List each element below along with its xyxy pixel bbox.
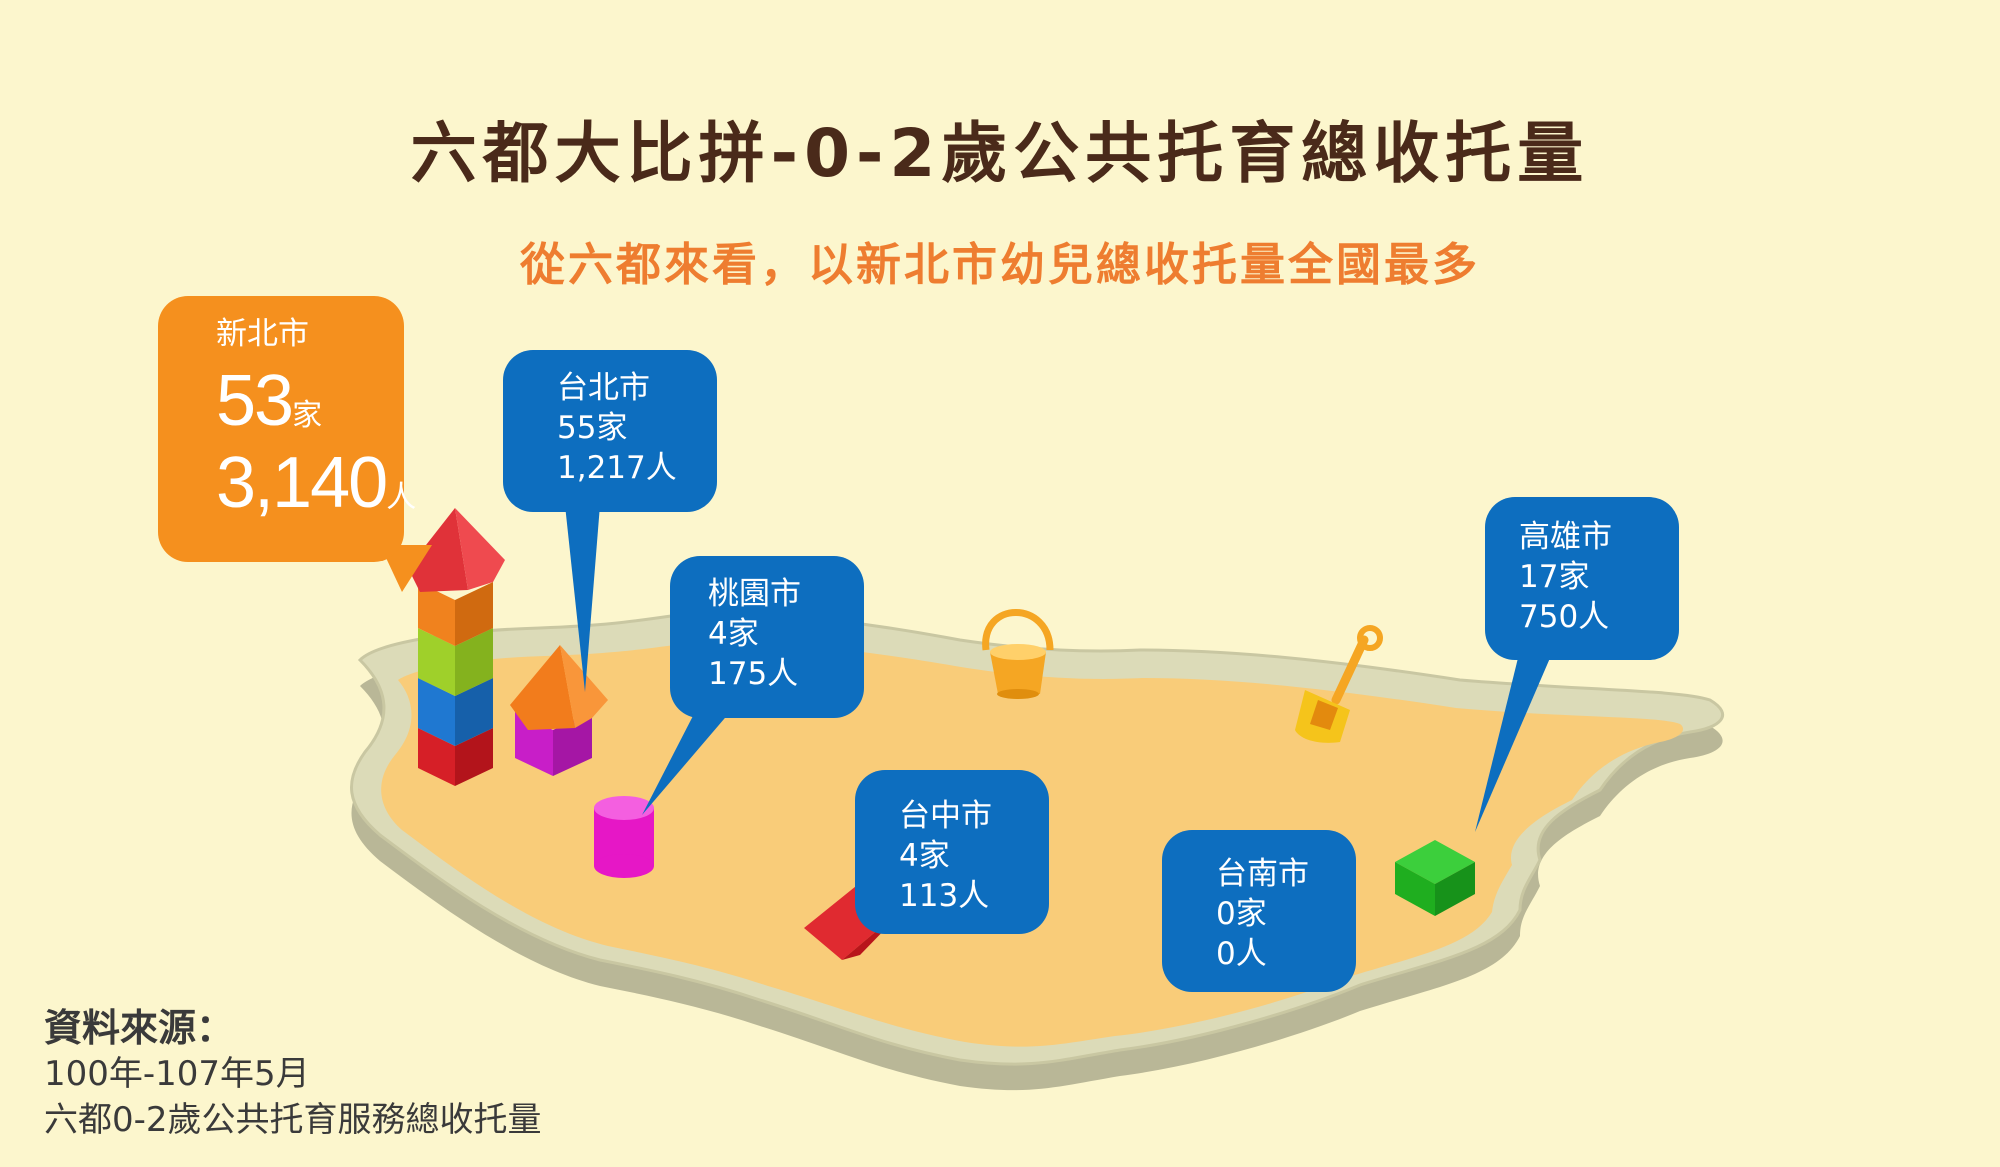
capacity-value: 113人 [899, 878, 990, 914]
center-count: 55家 [557, 410, 628, 446]
building-blocks-tower-icon [408, 508, 505, 786]
green-cube-block-icon [1395, 840, 1475, 916]
source-period: 100年-107年5月 [44, 1054, 310, 1094]
bubble-taoyuan: 桃園市 4家 175人 [670, 556, 864, 718]
sand-bucket-icon [982, 609, 1054, 699]
bubble-new-taipei: 新北市 53家 3,140人 [158, 296, 416, 562]
city-name: 台北市 [557, 370, 650, 406]
city-name: 桃園市 [708, 576, 801, 612]
city-name: 台中市 [899, 798, 992, 834]
capacity-value: 0人 [1216, 936, 1267, 972]
capacity-value: 750人 [1519, 599, 1610, 635]
source-description: 六都0-2歲公共托育服務總收托量 [44, 1100, 542, 1140]
center-count: 4家 [708, 616, 759, 652]
center-count: 17家 [1519, 559, 1590, 595]
page-subtitle: 從六都來看，以新北市幼兒總收托量全國最多 [519, 238, 1480, 291]
city-name: 台南市 [1216, 856, 1309, 892]
center-count: 4家 [899, 838, 950, 874]
city-name: 新北市 [216, 316, 309, 352]
capacity-value: 3,140 [216, 443, 388, 523]
cylinder-block-icon [594, 796, 654, 878]
bubble-taipei: 台北市 55家 1,217人 [503, 350, 717, 512]
page-title: 六都大比拼-0-2歲公共托育總收托量 [410, 115, 1590, 192]
center-count: 0家 [1216, 896, 1267, 932]
bubble-kaohsiung: 高雄市 17家 750人 [1485, 497, 1679, 660]
bubble-tails [380, 505, 1550, 832]
source-note: 資料來源： 100年-107年5月 六都0-2歲公共托育服務總收托量 [44, 1005, 542, 1143]
sand-shovel-icon [1295, 625, 1383, 743]
capacity-value: 1,217人 [557, 450, 677, 486]
bubble-tainan: 台南市 0家 0人 [1162, 830, 1356, 992]
city-name: 高雄市 [1519, 519, 1612, 555]
bubble-taichung: 台中市 4家 113人 [855, 770, 1049, 934]
center-count: 53 [216, 361, 294, 441]
capacity-unit: 人 [386, 480, 417, 515]
center-count-unit: 家 [292, 398, 323, 433]
source-heading: 資料來源： [44, 1006, 235, 1050]
triangle-roof-block-icon [510, 645, 608, 776]
capacity-value: 175人 [708, 656, 799, 692]
